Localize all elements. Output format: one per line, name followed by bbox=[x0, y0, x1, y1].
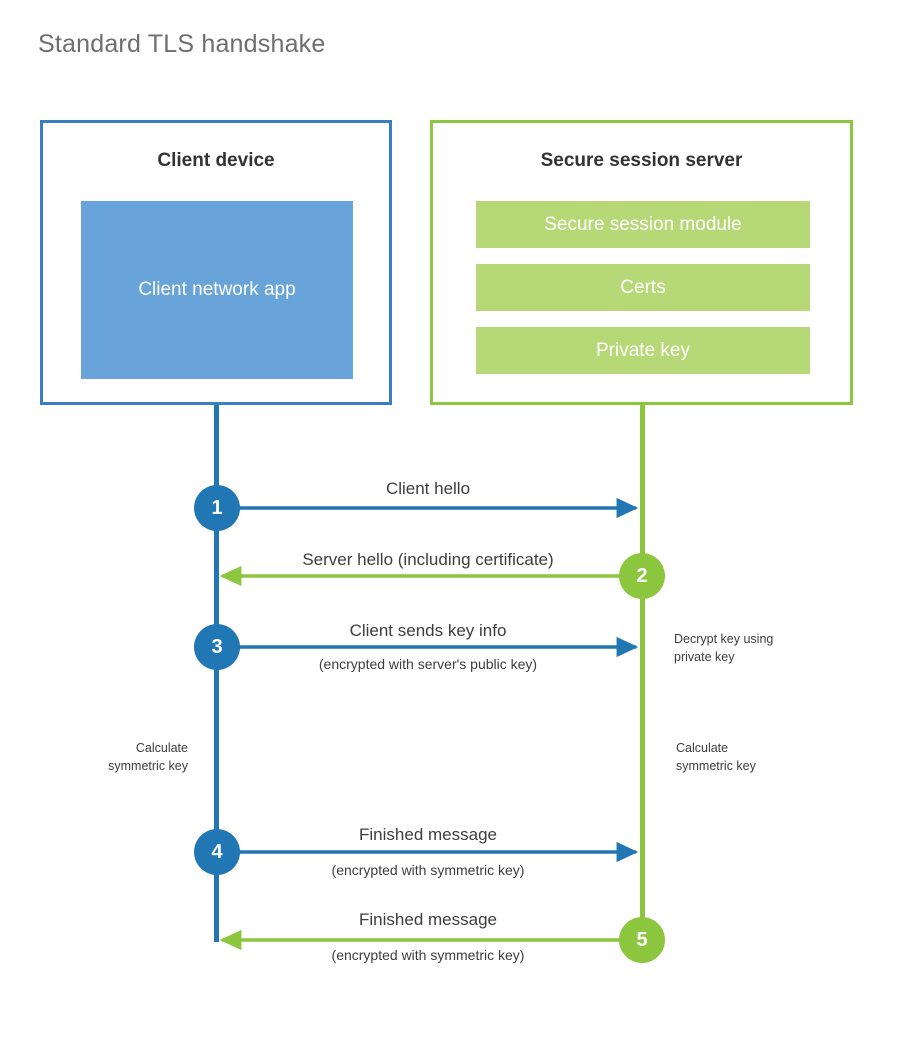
message-label-5: Finished message bbox=[359, 910, 497, 929]
step-marker-5[interactable]: 5 bbox=[619, 917, 665, 963]
server-block-certs: Certs bbox=[476, 264, 810, 311]
message-label-4: Finished message bbox=[359, 825, 497, 844]
secure-session-server-box: Secure session server Secure session mod… bbox=[430, 120, 853, 405]
secure-session-server-title: Secure session server bbox=[540, 150, 743, 171]
page-title: Standard TLS handshake bbox=[38, 30, 326, 58]
server-block-secure-session-module: Secure session module bbox=[476, 201, 810, 248]
annotation-decrypt-key: Decrypt key using private key bbox=[674, 632, 774, 665]
client-device-box: Client device Client network app bbox=[40, 120, 392, 405]
message-sublabel-5: (encrypted with symmetric key) bbox=[331, 947, 525, 963]
server-block-private-key: Private key bbox=[476, 327, 810, 374]
message-label-3: Client sends key info bbox=[349, 621, 507, 640]
annotation-server-symmetric-key: Calculate symmetric key bbox=[676, 741, 756, 774]
message-label-1: Client hello bbox=[385, 479, 471, 498]
step-marker-2[interactable]: 2 bbox=[619, 553, 665, 599]
step-marker-4[interactable]: 4 bbox=[194, 829, 240, 875]
message-sublabel-4: (encrypted with symmetric key) bbox=[331, 862, 525, 878]
message-sublabel-3: (encrypted with server's public key) bbox=[318, 656, 538, 672]
client-lifeline bbox=[214, 405, 219, 942]
server-lifeline bbox=[640, 405, 645, 939]
message-label-2: Server hello (including certificate) bbox=[302, 550, 554, 569]
client-device-title: Client device bbox=[157, 150, 275, 171]
annotation-client-symmetric-key: Calculate symmetric key bbox=[108, 741, 188, 774]
step-marker-3[interactable]: 3 bbox=[194, 624, 240, 670]
client-network-app-block: Client network app bbox=[81, 201, 353, 379]
step-marker-1[interactable]: 1 bbox=[194, 485, 240, 531]
